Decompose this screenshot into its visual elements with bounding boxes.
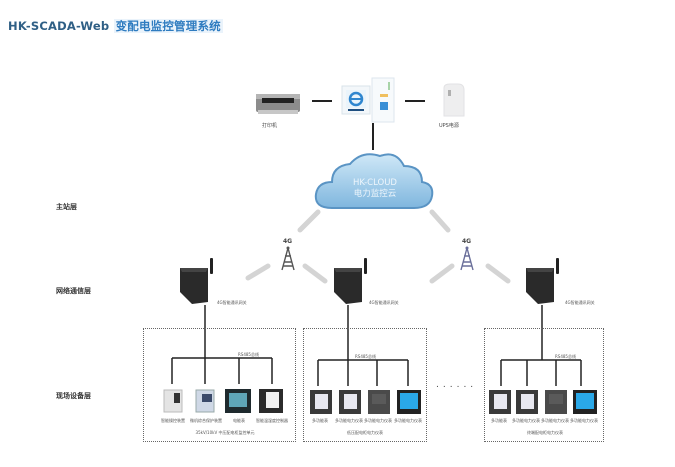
power-meter-icon <box>545 390 567 414</box>
relay-device-icon <box>195 389 215 413</box>
power-meter-icon <box>368 390 390 414</box>
device-label: 多功能电力仪表 <box>512 418 540 423</box>
power-meter-icon <box>310 390 332 414</box>
printer-icon <box>256 94 300 114</box>
gateway-icon <box>334 258 367 304</box>
cell-tower-icon <box>281 246 295 271</box>
bus-label-3: RS485总线 <box>555 354 576 359</box>
gateway-icon <box>526 258 559 304</box>
device-label: 智能温湿度控制器 <box>256 418 288 423</box>
title-cn: 变配电监控管理系统 <box>113 19 223 33</box>
power-meter-icon <box>339 390 361 414</box>
device-label: 多功能表 <box>312 418 328 423</box>
group-caption-2: 低压配电柜电力仪表 <box>347 430 383 435</box>
power-meter-icon <box>489 390 511 414</box>
device-label: 智能操控装置 <box>161 418 185 423</box>
workstation-icon <box>341 77 395 123</box>
bus-label-2: RS485总线 <box>355 354 376 359</box>
layer-label-field: 现场设备层 <box>56 392 91 400</box>
field-group-3 <box>484 328 604 442</box>
gateway-icon <box>180 258 213 304</box>
device-label: 多功能电力仪表 <box>394 418 422 423</box>
wireless-link <box>429 209 451 233</box>
device-label: 多功能电力仪表 <box>364 418 392 423</box>
page-title: HK-SCADA-Web 变配电监控管理系统 <box>8 18 223 34</box>
layer-label-master: 主站层 <box>56 203 77 211</box>
group-caption-1: 35kV/10kV 中压配电柜监控单元 <box>195 430 255 435</box>
wireless-link <box>429 263 455 284</box>
field-group-1 <box>143 328 296 442</box>
wireless-link <box>297 209 321 233</box>
cloud-label: HK-CLOUD 电力监控云 <box>330 178 420 200</box>
power-meter-icon <box>516 390 538 414</box>
layer-label-network: 网络通信层 <box>56 287 91 295</box>
device-label: 多功能表 <box>491 418 507 423</box>
device-label: 微机综合保护装置 <box>190 418 222 423</box>
cloud-label-line1: HK-CLOUD <box>353 178 397 188</box>
device-label: 多功能电力仪表 <box>541 418 569 423</box>
wireless-link <box>302 263 328 284</box>
gateway-label-2: 4G智能通讯网关 <box>369 300 399 305</box>
field-group-2 <box>303 328 427 442</box>
wireless-link <box>485 263 511 284</box>
tower-label-2: 4G <box>462 238 472 245</box>
ups-icon <box>443 83 465 117</box>
display-meter-icon <box>397 390 421 414</box>
device-label: 多功能电力仪表 <box>570 418 598 423</box>
controller-device-icon <box>259 389 283 413</box>
printer-label: 打印机 <box>262 123 278 129</box>
cell-tower-icon <box>460 246 474 271</box>
meter-device-icon <box>225 389 251 413</box>
protection-device-icon <box>163 389 183 413</box>
bus-label-1: RS485总线 <box>238 352 259 357</box>
title-en: HK-SCADA-Web <box>8 19 110 33</box>
bus-lines <box>171 305 582 386</box>
device-label: 多功能电力仪表 <box>335 418 363 423</box>
device-label: 电能表 <box>233 418 245 423</box>
gateway-label-1: 4G智能通讯网关 <box>217 300 247 305</box>
cloud-label-line2: 电力监控云 <box>353 189 397 199</box>
wireless-links <box>245 209 511 284</box>
group-caption-3: 终端配电柜电力仪表 <box>527 430 563 435</box>
more-groups-ellipsis: ...... <box>436 380 478 390</box>
ups-label: UPS电源 <box>439 123 459 129</box>
gateway-label-3: 4G智能通讯网关 <box>565 300 595 305</box>
display-meter-icon <box>573 390 597 414</box>
cloud-icon <box>314 153 434 209</box>
wireless-link <box>245 263 271 281</box>
tower-label-1: 4G <box>283 238 293 245</box>
